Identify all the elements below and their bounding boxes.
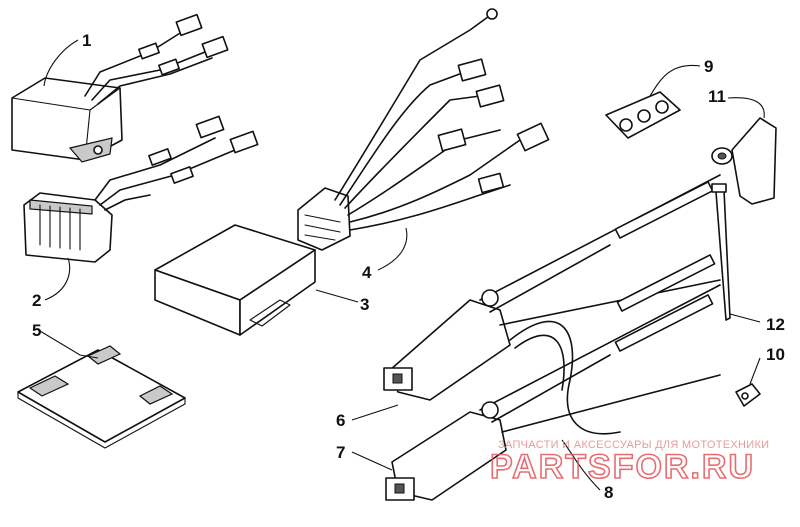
callout-6: 6 — [336, 411, 345, 430]
watermark-brand: PARTSFOR.RU — [490, 448, 755, 486]
part-1-module — [11, 13, 229, 163]
part-3-control-box — [154, 224, 316, 336]
part-4-wiring-harness — [297, 8, 550, 251]
part-10-clamp — [735, 383, 761, 407]
callout-3: 3 — [360, 295, 369, 314]
watermark: ЗАПЧАСТИ И АКСЕССУАРЫ ДЛЯ МОТОТЕХНИКИ PA… — [489, 439, 769, 487]
callout-12: 12 — [766, 315, 785, 334]
leader-lines — [39, 39, 765, 491]
watermark-subtitle: ЗАПЧАСТИ И АКСЕССУАРЫ ДЛЯ МОТОТЕХНИКИ — [498, 439, 769, 451]
callout-10: 10 — [766, 345, 785, 364]
part-2-regulator — [23, 115, 259, 263]
part-7-ignition-coil — [385, 284, 721, 501]
part-8-lead-wire — [509, 320, 621, 435]
callout-4: 4 — [362, 263, 372, 282]
part-5-pad — [17, 345, 186, 449]
part-6-ignition-coil — [383, 174, 721, 401]
callout-11: 11 — [708, 87, 726, 106]
callout-1: 1 — [82, 31, 91, 50]
part-9-clip — [605, 91, 681, 139]
callout-2: 2 — [32, 291, 41, 310]
part-12-cable-tie — [711, 183, 731, 321]
callout-9: 9 — [704, 57, 713, 76]
part-11-plug-cap — [711, 117, 777, 205]
callout-5: 5 — [32, 321, 41, 340]
callout-7: 7 — [336, 443, 345, 462]
callout-8: 8 — [604, 483, 613, 502]
